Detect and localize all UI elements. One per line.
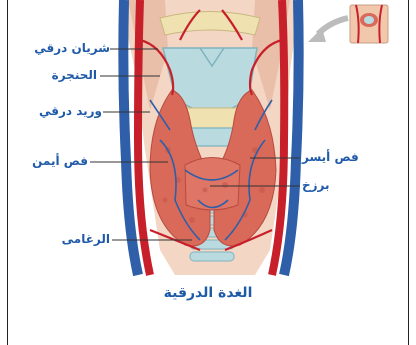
label-isthmus: برزخ	[302, 178, 352, 192]
thyroid-isthmus	[185, 158, 240, 211]
neck-thumbnail-icon	[350, 5, 388, 43]
label-trachea: الرغامى	[54, 232, 110, 246]
diagram-title: الغدة الدرقية	[0, 285, 416, 301]
label-right-lobe: فص أيمن	[28, 154, 88, 168]
label-larynx: الحنجرة	[33, 68, 97, 82]
label-thyroid-vein: وريد درقي	[22, 104, 102, 118]
label-left-lobe: فص أيسر	[302, 150, 362, 164]
label-superior-thyroid-artery: شريان درقي	[26, 41, 110, 55]
